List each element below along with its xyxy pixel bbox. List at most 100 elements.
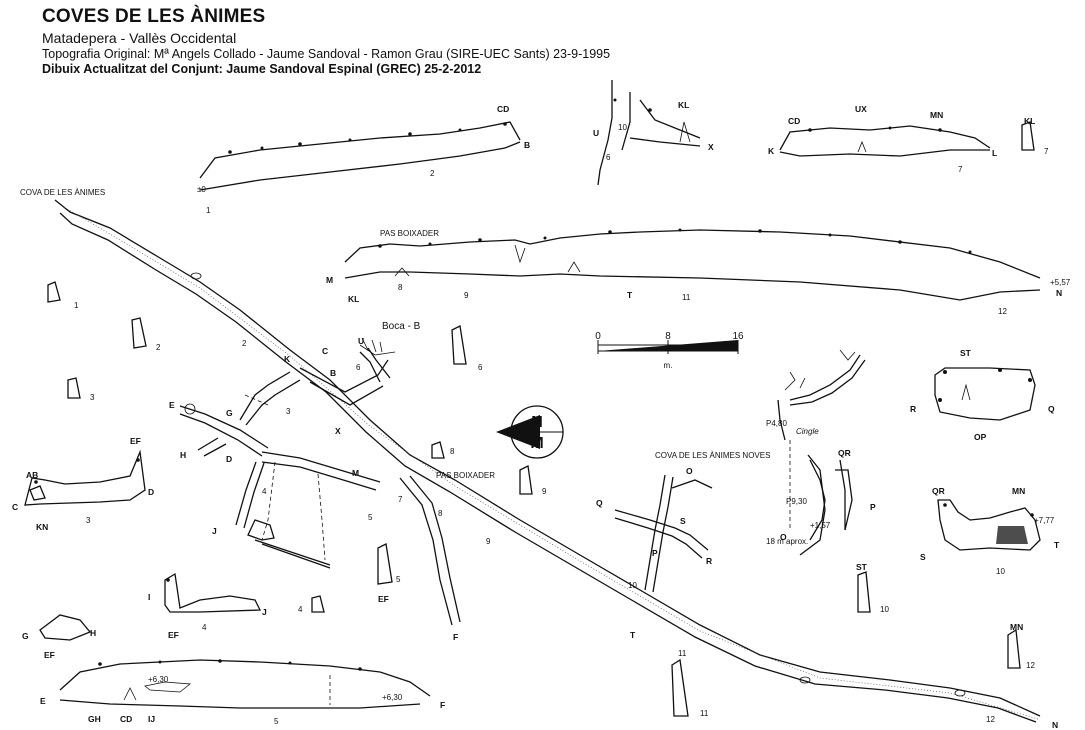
- section-a-b-c-d: [24, 449, 146, 506]
- label-cd-right: CD: [788, 116, 800, 126]
- label-pas-boixader-section: PAS BOIXADER: [380, 229, 439, 238]
- map-labels: COVA DE LES ÀNIMES COVA DE LES ÀNIMES NO…: [20, 188, 1071, 702]
- label-m-plan: M: [352, 468, 359, 478]
- label-n7-small: 7: [1044, 147, 1049, 156]
- label-n9-plan: 9: [486, 537, 491, 546]
- label-l: L: [992, 148, 997, 158]
- label-g-plan: G: [226, 408, 233, 418]
- label-n10-section: 10: [996, 567, 1005, 576]
- label-c-plan: C: [322, 346, 328, 356]
- label-qr-o: QR: [838, 448, 851, 458]
- label-ij: IJ: [148, 714, 155, 724]
- label-gh: GH: [88, 714, 101, 724]
- label-n11-plan: 11: [678, 649, 687, 658]
- label-cova-noves: COVA DE LES ÀNIMES NOVES: [655, 451, 770, 460]
- scale-unit: m.: [664, 361, 673, 370]
- credits-updated: Dibuix Actualitzat del Conjunt: Jaume Sa…: [42, 62, 482, 77]
- label-e-plan: E: [169, 400, 175, 410]
- label-n12-small: 12: [1026, 661, 1035, 670]
- label-x-plan: X: [335, 426, 341, 436]
- label-n8-plan: 8: [438, 509, 443, 518]
- label-st-q: ST: [960, 348, 972, 358]
- north-arrow-m: M: [530, 435, 543, 452]
- label-r-section: R: [910, 404, 916, 414]
- label-n3-small: 3: [90, 393, 95, 402]
- label-boca-b: Boca - B: [382, 321, 421, 332]
- label-u: U: [593, 128, 599, 138]
- label-157: +1,57: [810, 521, 831, 530]
- label-n6-plan: 6: [356, 363, 361, 372]
- label-t-section: T: [627, 290, 633, 300]
- map-title: COVES DE LES ÀNIMES: [42, 6, 266, 27]
- label-s-plan: S: [680, 516, 686, 526]
- label-st-10: ST: [856, 562, 868, 572]
- label-zero: ±0: [197, 185, 206, 194]
- label-n8: 8: [398, 283, 403, 292]
- label-kl-section: KL: [348, 294, 359, 304]
- label-h-plan: H: [180, 450, 186, 460]
- label-n10-small: 10: [880, 605, 889, 614]
- section-o-p: [809, 459, 853, 541]
- label-n12-plan: 12: [986, 715, 995, 724]
- label-n4-plan: 4: [262, 487, 267, 496]
- label-n12: 12: [998, 307, 1007, 316]
- label-u-plan: U: [358, 336, 364, 346]
- label-n5-plan: 5: [368, 513, 373, 522]
- label-ef-section: EF: [130, 436, 141, 446]
- north-arrow: N M: [496, 405, 564, 459]
- label-q-section: Q: [1048, 404, 1055, 414]
- label-cd-bottom: CD: [120, 714, 132, 724]
- label-r-plan: R: [706, 556, 712, 566]
- scale-min: 0: [595, 331, 601, 342]
- label-n9-small: 9: [542, 487, 547, 496]
- label-777: +7,77: [1034, 516, 1055, 525]
- label-n-plan: N: [1052, 720, 1058, 730]
- label-q-plan: Q: [596, 498, 603, 508]
- label-n11: 11: [682, 293, 691, 302]
- label-op: OP: [974, 432, 987, 442]
- label-kn: KN: [36, 522, 48, 532]
- label-n5-small: 5: [396, 575, 401, 584]
- label-mn-st: MN: [1012, 486, 1025, 496]
- label-j-section: J: [262, 607, 267, 617]
- label-n1-small: 1: [74, 301, 79, 310]
- label-k-plan: K: [284, 354, 291, 364]
- section-i-j: [164, 572, 262, 613]
- scale-mid: 8: [665, 331, 671, 342]
- label-n2-small: 2: [156, 343, 161, 352]
- label-n5-section: 5: [274, 717, 279, 726]
- boca-b-sketch: [359, 337, 396, 356]
- plan-main-gallery: [54, 199, 1041, 723]
- scale-bar: 0 8 16 m.: [595, 331, 744, 370]
- label-kl-right: KL: [1024, 116, 1035, 126]
- label-p-section: P: [870, 502, 876, 512]
- label-p-plan: P: [652, 548, 658, 558]
- label-b-plan: B: [330, 368, 336, 378]
- label-x: X: [708, 142, 714, 152]
- label-p480: P4,80: [766, 419, 787, 428]
- label-qr-st: QR: [932, 486, 945, 496]
- label-557: +5,57: [1050, 278, 1071, 287]
- section-s-t: [937, 499, 1041, 551]
- map-subtitle: Matadepera - Vallès Occidental: [42, 29, 237, 46]
- label-n7-plan: 7: [398, 495, 403, 504]
- label-p930: P9,30: [786, 497, 807, 506]
- label-n7-section: 7: [958, 165, 963, 174]
- label-ef-lower: EF: [168, 630, 179, 640]
- label-630a: +6,30: [148, 675, 169, 684]
- label-n2: 2: [430, 169, 435, 178]
- credits-original: Topografia Original: Mª Angels Collado -…: [42, 46, 611, 61]
- plan-side-branches: [179, 347, 461, 626]
- label-cd-top: CD: [497, 104, 509, 114]
- label-mn-top: MN: [930, 110, 943, 120]
- label-h-section: H: [90, 628, 96, 638]
- label-n9: 9: [464, 291, 469, 300]
- label-n6-ux: 6: [606, 153, 611, 162]
- label-d-plan: D: [226, 454, 232, 464]
- label-18m: 18 m aprox.: [766, 537, 808, 546]
- small-cross-sections: [47, 121, 1035, 717]
- section-long-top: [344, 229, 1041, 301]
- map-header: COVES DE LES ÀNIMES Matadepera - Vallès …: [42, 6, 610, 77]
- scale-max: 16: [732, 331, 744, 342]
